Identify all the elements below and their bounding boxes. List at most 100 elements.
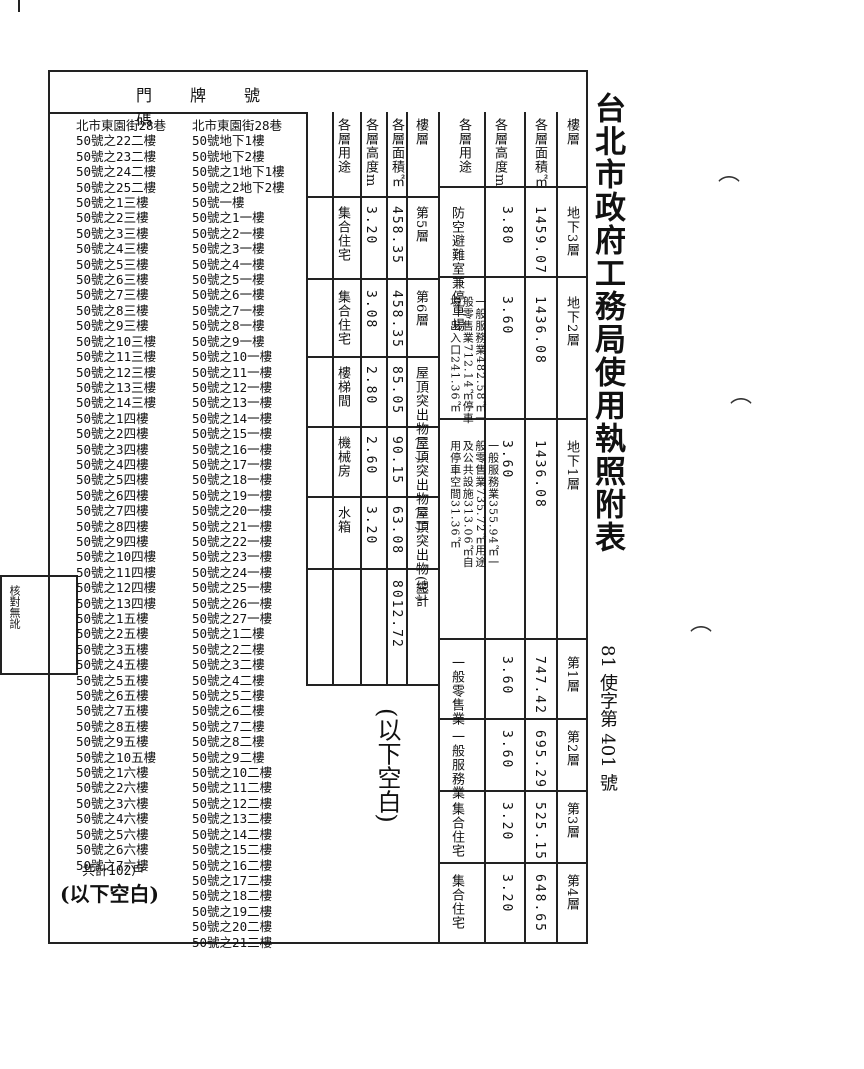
door-number-entry: 50號之5五樓 xyxy=(76,672,149,688)
door-number-entry: 50號之2二樓 xyxy=(192,641,265,657)
door-number-entry: 50號之1三樓 xyxy=(76,195,149,211)
cell-floor: 總計 xyxy=(412,580,428,608)
door-number-entry: 50號之6一樓 xyxy=(192,287,265,303)
door-number-entry: 50號之27一樓 xyxy=(192,611,273,626)
attachment-table xyxy=(48,70,588,944)
cell-floor: 第1層 xyxy=(563,656,579,694)
cell-use: 防空避難室兼停車場 xyxy=(448,206,464,332)
door-number-entry: 50號之21一樓 xyxy=(192,518,273,534)
door-number-entry: 50號之12一樓 xyxy=(192,379,273,395)
cell-use: 一般服務業 xyxy=(448,730,464,800)
door-number-entry: 50號一樓 xyxy=(192,195,245,211)
door-number-entry: 50號之10一樓 xyxy=(192,349,273,365)
door-number-entry: 50號之4四樓 xyxy=(76,456,149,472)
door-number-entry: 50號之14三樓 xyxy=(76,395,157,411)
door-number-entry: 50號之12四樓 xyxy=(76,580,157,596)
official-stamp: 核對無訛 xyxy=(0,575,78,675)
door-number-entry: 50號之2四樓 xyxy=(76,426,149,442)
cell-use: 一般零售業 xyxy=(448,656,464,726)
door-number-entry: 50號之11四樓 xyxy=(76,564,157,580)
door-number-entry: 50號之2五樓 xyxy=(76,626,149,642)
row-line xyxy=(556,112,558,942)
col-line xyxy=(306,426,439,428)
cell-floor: 地下1層 xyxy=(563,440,579,492)
door-number-entry: 50號之25二樓 xyxy=(76,179,157,195)
col-line xyxy=(306,356,439,358)
stamp-text: 核對無訛 xyxy=(8,585,21,629)
door-number-entry: 50號之26一樓 xyxy=(192,595,273,611)
scan-mark xyxy=(18,0,20,12)
cell-area: 8012.72 xyxy=(388,580,404,649)
divider xyxy=(438,112,440,942)
door-number-entry: 50號之2六樓 xyxy=(76,780,149,796)
cell-floor: 地下2層 xyxy=(563,296,579,348)
door-number-entry: 50號之5二樓 xyxy=(192,688,265,704)
door-number-entry: 50號之9二樓 xyxy=(192,749,265,765)
door-number-entry: 50號之2三樓 xyxy=(76,210,149,226)
door-number-entry: 50號之8三樓 xyxy=(76,302,149,318)
door-number-entry: 50號之6四樓 xyxy=(76,487,149,503)
door-number-entry: 50號之16二樓 xyxy=(192,857,273,873)
row-label-use-2: 各層用途 xyxy=(334,118,350,174)
door-number-entry: 50號之10五樓 xyxy=(76,749,157,765)
door-number-entry: 北市東園街28巷 xyxy=(192,118,283,133)
door-number-entry: 50號之22二樓 xyxy=(76,133,157,149)
col-line xyxy=(306,278,439,280)
door-number-entry: 50號地下1樓 xyxy=(192,133,265,149)
door-number-entry: 50號之15二樓 xyxy=(192,842,273,858)
door-number-entry: 50號之1二樓 xyxy=(192,626,265,642)
door-number-entry: 50號之16一樓 xyxy=(192,441,273,457)
cell-area: 525.15 xyxy=(531,802,547,861)
cell-height: 3.20 xyxy=(362,206,378,246)
col-line xyxy=(438,790,588,792)
door-number-entry: 50號之12二樓 xyxy=(192,795,273,811)
cell-area: 90.15 xyxy=(388,436,404,486)
door-number-entry: 50號之3二樓 xyxy=(192,657,265,673)
cell-floor: 屋頂突出物(二) xyxy=(412,436,428,533)
door-number-entry: 50號之23二樓 xyxy=(76,148,157,164)
door-number-entry: 50號之14二樓 xyxy=(192,826,273,842)
door-number-entry: 50號之25一樓 xyxy=(192,580,273,596)
door-number-entry: 50號之5六樓 xyxy=(76,826,149,842)
door-number-entry: 50號之3四樓 xyxy=(76,441,149,457)
divider xyxy=(306,112,308,686)
door-number-entry: 50號之13四樓 xyxy=(76,595,157,611)
page-title: 台北市政府工務局使用執照附表 xyxy=(589,92,625,554)
cell-height: 2.80 xyxy=(362,366,378,406)
door-number-entry: 50號之9五樓 xyxy=(76,734,149,750)
cell-height: 2.60 xyxy=(362,436,378,476)
door-number-entry: 50號之3五樓 xyxy=(76,641,149,657)
door-number-entry: 50號之13三樓 xyxy=(76,379,157,395)
divider xyxy=(306,684,439,686)
row-label-area-2: 各層面積㎡ xyxy=(388,118,404,188)
door-number-entry: 50號之8二樓 xyxy=(192,734,265,750)
door-number-entry: 50號之14一樓 xyxy=(192,410,273,426)
scan-mark: ⌒ xyxy=(718,176,741,201)
license-number: 81 使字第 401 號 xyxy=(597,645,618,792)
total-households: 共計102戶 xyxy=(82,864,145,879)
door-number-entry: 50號之6三樓 xyxy=(76,272,149,288)
blank-note-mid: (以下空白) xyxy=(373,708,401,823)
cell-floor: 第4層 xyxy=(563,874,579,912)
door-number-entry: 50號地下2樓 xyxy=(192,148,265,164)
cell-area: 1459.07 xyxy=(531,206,547,275)
col-line xyxy=(306,496,439,498)
row-line xyxy=(524,112,526,942)
door-number-entry: 50號之10四樓 xyxy=(76,549,157,565)
row-label-floor-2: 樓層 xyxy=(412,118,428,146)
door-number-entry: 50號之18二樓 xyxy=(192,888,273,904)
cell-area: 63.08 xyxy=(388,506,404,556)
cell-use: 集合住宅 xyxy=(448,874,464,930)
cell-use: 集合住宅 xyxy=(334,290,350,346)
row-label-height: 各層高度m xyxy=(491,118,507,188)
door-number-entry: 50號之19一樓 xyxy=(192,487,273,503)
door-number-entry: 50號之3三樓 xyxy=(76,225,149,241)
door-number-entry: 50號之6二樓 xyxy=(192,703,265,719)
door-number-entry: 50號之7二樓 xyxy=(192,718,265,734)
door-number-entry: 北市東園街28巷 xyxy=(76,118,167,133)
door-number-entry: 50號之23一樓 xyxy=(192,549,273,565)
col-line xyxy=(438,276,588,278)
col-line xyxy=(438,862,588,864)
cell-area: 458.35 xyxy=(388,290,404,349)
